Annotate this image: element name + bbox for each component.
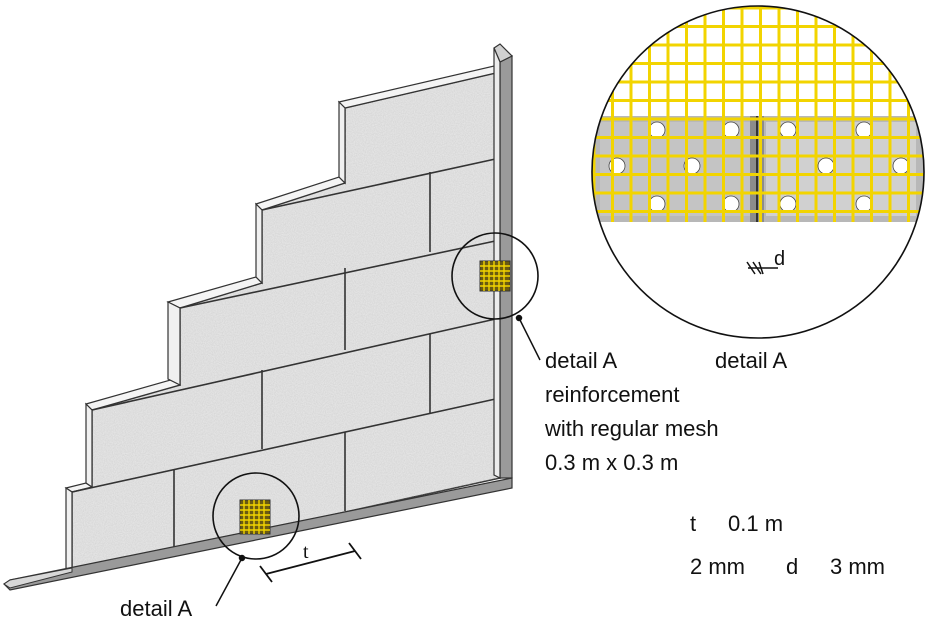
panel-joints: [71, 157, 501, 549]
param-mesh-thickness: 2 mm: [690, 554, 745, 579]
param-d-value: 3 mm: [830, 554, 885, 579]
step-face: [65, 486, 73, 574]
param-d-symbol: d: [786, 554, 798, 579]
detail-a-circle: [591, 5, 925, 339]
mesh-patch-right: [479, 260, 511, 292]
dimension-t: [259, 542, 362, 583]
param-t-symbol: t: [690, 511, 696, 536]
detail-a-label-top: detail A: [715, 348, 787, 373]
wall-panels: [64, 65, 502, 574]
step-face: [338, 100, 346, 185]
leader-lines: [215, 314, 541, 607]
detail-a-label-right: detail A: [545, 348, 617, 373]
reinforcement-line-1: reinforcement: [545, 382, 680, 407]
wall-texture: [72, 72, 500, 572]
dimension-t-label: t: [303, 541, 309, 563]
dimension-d-label: d: [774, 248, 785, 270]
detail-a-view: d: [591, 5, 925, 339]
mesh-patch-bottom: [239, 499, 271, 535]
step-face: [255, 202, 263, 285]
dimension-d: [746, 261, 778, 275]
frame-bottom-top: [3, 567, 73, 589]
step-face: [167, 301, 181, 386]
param-t-value: 0.1 m: [728, 511, 783, 536]
step-face: [85, 402, 93, 489]
reinforcement-line-3: 0.3 m x 0.3 m: [545, 450, 678, 475]
reinforcement-line-2: with regular mesh: [544, 416, 719, 441]
detail-a-label-bottom: detail A: [120, 596, 192, 621]
detail-circle-right: [451, 232, 539, 320]
detail-circle-bottom: [212, 472, 300, 560]
